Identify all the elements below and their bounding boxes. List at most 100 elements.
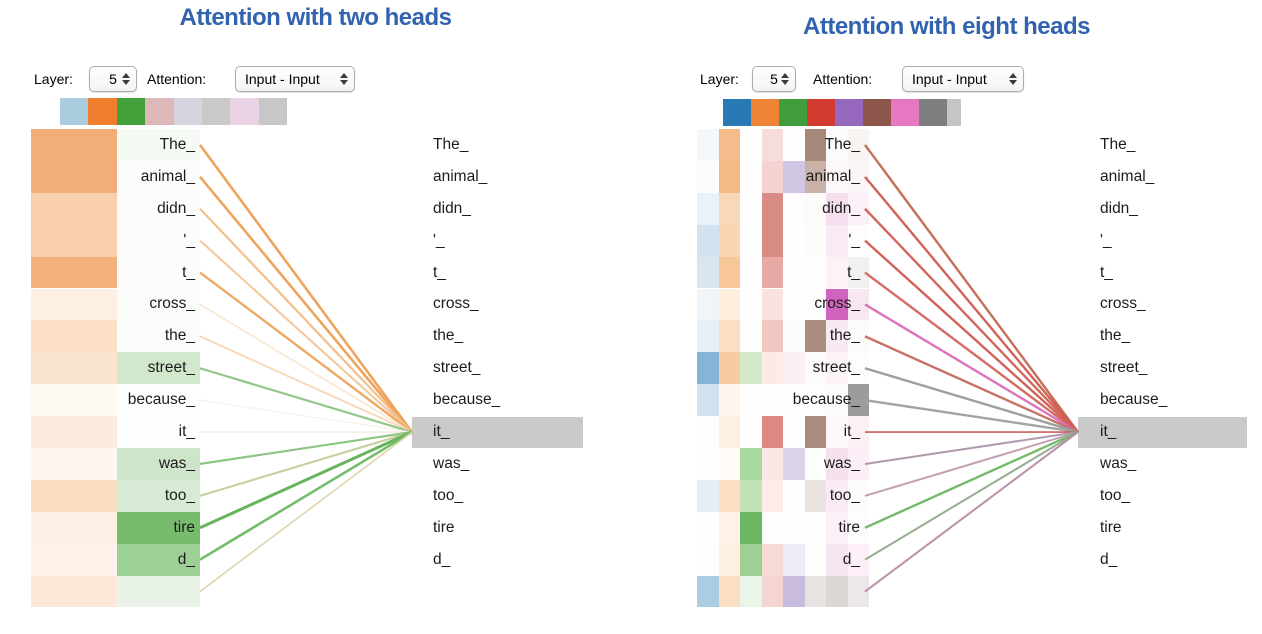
- head-swatch-5[interactable]: [173, 98, 202, 125]
- left-token[interactable]: cross_: [814, 295, 860, 313]
- left-token[interactable]: it_: [843, 423, 860, 441]
- select-arrows-icon: [340, 73, 348, 85]
- heatmap-cell: [31, 575, 117, 608]
- right-token[interactable]: too_: [1100, 486, 1131, 504]
- left-token[interactable]: didn_: [822, 199, 860, 217]
- heatmap-cell: [740, 224, 762, 257]
- layer-select[interactable]: 5: [752, 66, 796, 92]
- right-token[interactable]: '_: [1100, 231, 1112, 249]
- heatmap-cell: [804, 352, 826, 385]
- right-token[interactable]: The_: [433, 135, 469, 153]
- left-token[interactable]: street_: [812, 359, 860, 377]
- left-token[interactable]: d_: [177, 550, 195, 568]
- right-token[interactable]: too_: [433, 486, 464, 504]
- left-token[interactable]: it_: [178, 423, 195, 441]
- left-token[interactable]: was_: [823, 454, 860, 472]
- right-token[interactable]: street_: [433, 359, 481, 377]
- right-token[interactable]: The_: [1100, 135, 1136, 153]
- left-token[interactable]: t_: [182, 263, 195, 281]
- right-token[interactable]: t_: [433, 263, 446, 281]
- left-token[interactable]: d_: [842, 550, 860, 568]
- attention-select[interactable]: Input - Input: [235, 66, 355, 92]
- right-token[interactable]: t_: [1100, 263, 1113, 281]
- head-swatch-2[interactable]: [751, 99, 779, 126]
- right-token[interactable]: cross_: [433, 295, 479, 313]
- heatmap-cell: [783, 575, 805, 608]
- right-token[interactable]: street_: [1100, 359, 1148, 377]
- head-swatch-5[interactable]: [835, 99, 863, 126]
- heatmap-cell: [847, 448, 869, 480]
- heatmap-cell: [117, 479, 200, 512]
- left-token[interactable]: too_: [829, 486, 860, 504]
- left-token[interactable]: '_: [183, 231, 195, 249]
- heatmap-cell: [718, 384, 740, 417]
- right-token[interactable]: was_: [1100, 454, 1137, 472]
- left-token[interactable]: t_: [847, 263, 860, 281]
- right-token[interactable]: d_: [433, 550, 451, 568]
- heatmap-cell: [718, 129, 740, 161]
- heatmap-cell: [697, 448, 719, 480]
- heatmap-cell: [697, 160, 719, 193]
- right-token[interactable]: d_: [1100, 550, 1118, 568]
- left-token[interactable]: the_: [829, 327, 860, 345]
- head-swatch-1[interactable]: [60, 98, 89, 125]
- head-swatch-2[interactable]: [88, 98, 117, 125]
- left-token[interactable]: because_: [792, 391, 860, 409]
- heatmap-cell: [31, 448, 117, 480]
- head-swatch-7[interactable]: [891, 99, 919, 126]
- right-token[interactable]: cross_: [1100, 295, 1146, 313]
- head-swatch-1[interactable]: [723, 99, 751, 126]
- layer-select[interactable]: 5: [89, 66, 137, 92]
- right-token[interactable]: the_: [1100, 327, 1131, 345]
- left-token[interactable]: too_: [164, 486, 195, 504]
- right-token[interactable]: '_: [433, 231, 445, 249]
- right-token[interactable]: because_: [433, 391, 501, 409]
- right-token[interactable]: tire: [433, 518, 455, 536]
- left-token[interactable]: because_: [127, 391, 195, 409]
- heatmap-cell: [783, 129, 805, 161]
- left-token[interactable]: street_: [147, 359, 195, 377]
- left-token[interactable]: tire: [838, 518, 860, 536]
- heatmap-cell: [697, 320, 719, 353]
- attention-line: [199, 303, 413, 433]
- left-token[interactable]: cross_: [149, 295, 195, 313]
- right-token[interactable]: because_: [1100, 391, 1168, 409]
- heatmap-cell: [761, 256, 783, 289]
- head-swatch-6[interactable]: [863, 99, 891, 126]
- left-token[interactable]: animal_: [805, 167, 860, 185]
- left-token[interactable]: '_: [848, 231, 860, 249]
- left-token[interactable]: was_: [158, 454, 195, 472]
- heatmap-cell: [783, 384, 805, 417]
- head-swatch-6[interactable]: [202, 98, 231, 125]
- right-token[interactable]: didn_: [1100, 199, 1138, 217]
- right-token[interactable]: animal_: [1100, 167, 1155, 185]
- head-swatch-4[interactable]: [145, 98, 174, 125]
- attention-select[interactable]: Input - Input: [902, 66, 1024, 92]
- heatmap-cell: [826, 224, 848, 257]
- left-token[interactable]: tire: [173, 518, 195, 536]
- heatmap-cell: [783, 224, 805, 257]
- right-token[interactable]: animal_: [433, 167, 488, 185]
- right-token[interactable]: was_: [433, 454, 470, 472]
- right-token[interactable]: didn_: [433, 199, 471, 217]
- left-token[interactable]: animal_: [140, 167, 195, 185]
- heatmap-cell: [826, 320, 848, 353]
- left-token[interactable]: didn_: [157, 199, 195, 217]
- head-swatch-7[interactable]: [230, 98, 259, 125]
- select-arrows-icon: [781, 73, 789, 85]
- right-token[interactable]: it_: [1100, 423, 1117, 441]
- head-swatch-8[interactable]: [919, 99, 947, 126]
- head-swatch-8[interactable]: [258, 98, 288, 125]
- right-token[interactable]: tire: [1100, 518, 1122, 536]
- head-swatch-3[interactable]: [779, 99, 807, 126]
- right-token[interactable]: the_: [433, 327, 464, 345]
- heatmap-cell: [804, 479, 826, 512]
- heatmap-cell: [31, 256, 117, 289]
- left-token[interactable]: The_: [159, 135, 195, 153]
- left-token[interactable]: The_: [824, 135, 860, 153]
- heatmap-cell: [826, 192, 848, 225]
- left-token[interactable]: the_: [164, 327, 195, 345]
- head-swatch-4[interactable]: [807, 99, 835, 126]
- head-swatch-3[interactable]: [116, 98, 146, 125]
- right-token[interactable]: it_: [433, 423, 450, 441]
